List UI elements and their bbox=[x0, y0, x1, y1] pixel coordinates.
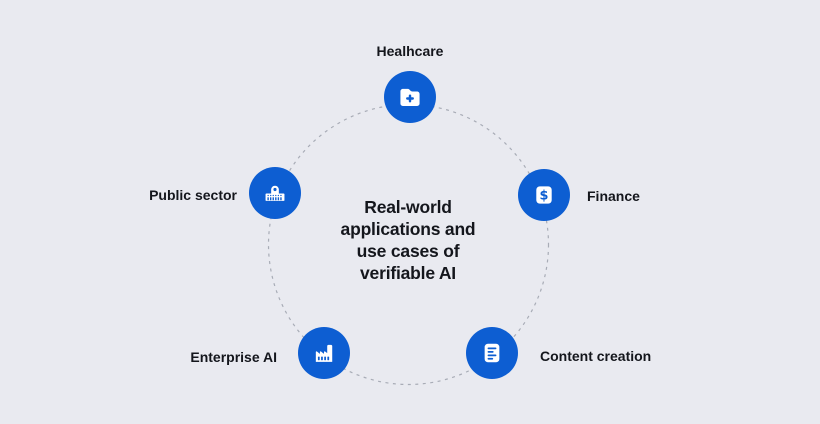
diagram-node-public-sector bbox=[249, 167, 301, 219]
diagram-node-healthcare bbox=[384, 71, 436, 123]
node-label-finance: Finance bbox=[587, 188, 640, 204]
diagram-title-line: verifiable AI bbox=[360, 263, 456, 283]
svg-text:$: $ bbox=[540, 189, 549, 204]
diagram-title-line: use cases of bbox=[356, 241, 460, 261]
factory-icon bbox=[310, 339, 338, 367]
diagram-node-enterprise-ai bbox=[298, 327, 350, 379]
node-label-enterprise-ai: Enterprise AI bbox=[190, 349, 277, 365]
diagram-node-content-creation bbox=[466, 327, 518, 379]
government-building-icon bbox=[261, 179, 289, 207]
diagram-title: Real-world applications and use cases of… bbox=[283, 196, 533, 284]
dollar-sign-icon: $ bbox=[530, 181, 558, 209]
diagram-node-finance: $ bbox=[518, 169, 570, 221]
medical-folder-icon bbox=[396, 83, 424, 111]
node-label-healthcare: Healhcare bbox=[376, 43, 444, 59]
node-label-content-creation: Content creation bbox=[540, 348, 652, 364]
document-lines-icon bbox=[478, 339, 506, 367]
diagram-title-line: Real-world bbox=[364, 197, 452, 217]
diagram-title-line: applications and bbox=[340, 219, 476, 239]
node-label-public-sector: Public sector bbox=[149, 187, 237, 203]
